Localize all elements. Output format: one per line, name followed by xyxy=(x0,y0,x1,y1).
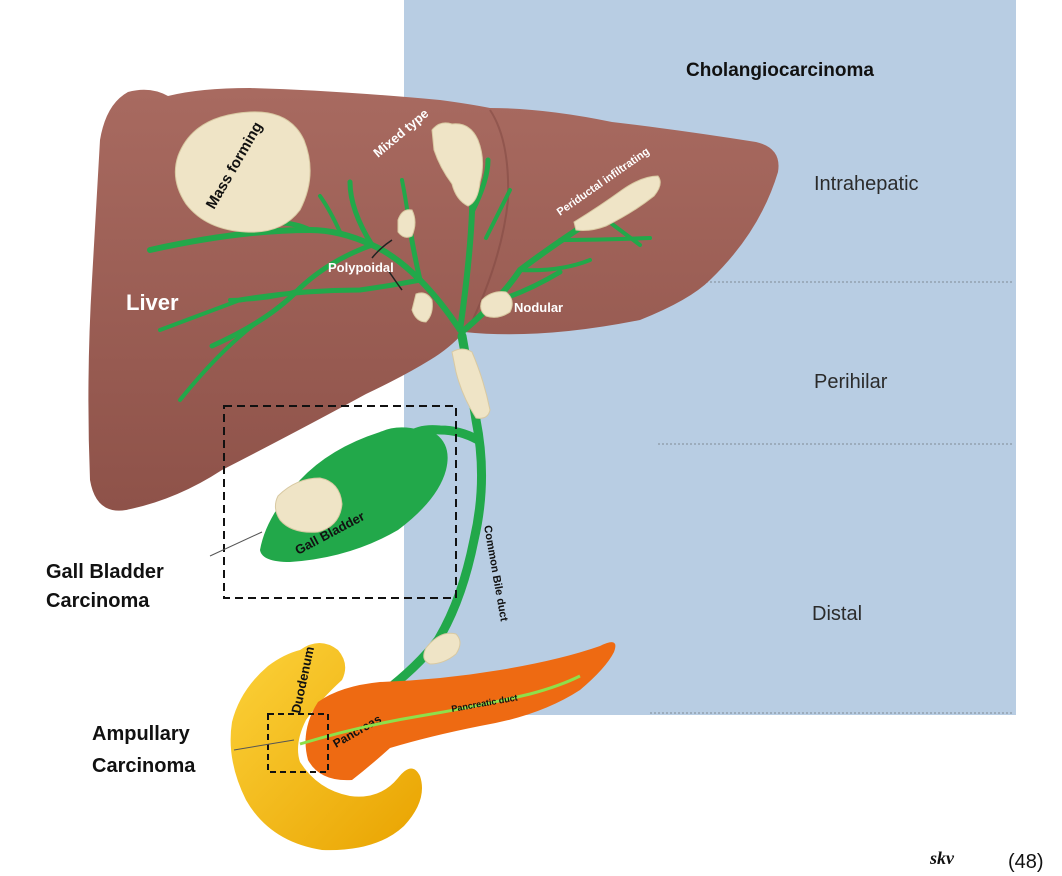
ampullary-carcinoma-line2: Carcinoma xyxy=(92,755,196,777)
page-title: Cholangiocarcinoma xyxy=(686,60,874,81)
tumor-polypoidal xyxy=(398,210,415,238)
liver-label: Liver xyxy=(126,290,179,315)
level-label-perihilar: Perihilar xyxy=(814,371,888,393)
polypoidal-label: Polypoidal xyxy=(328,260,394,275)
nodular-label: Nodular xyxy=(514,300,563,315)
tumor-gall-bladder xyxy=(275,478,342,532)
level-label-intrahepatic: Intrahepatic xyxy=(814,173,919,195)
tumor-mass-forming xyxy=(175,112,310,232)
reference-number: (48) xyxy=(1008,851,1044,873)
ampullary-carcinoma-line1: Ampullary xyxy=(92,723,191,745)
gall-bladder-leader-line xyxy=(210,532,262,556)
gall-bladder-carcinoma-line1: Gall Bladder xyxy=(46,561,164,583)
level-label-distal: Distal xyxy=(812,603,862,625)
gall-bladder-carcinoma-line2: Carcinoma xyxy=(46,590,150,612)
signature: skv xyxy=(929,848,955,868)
